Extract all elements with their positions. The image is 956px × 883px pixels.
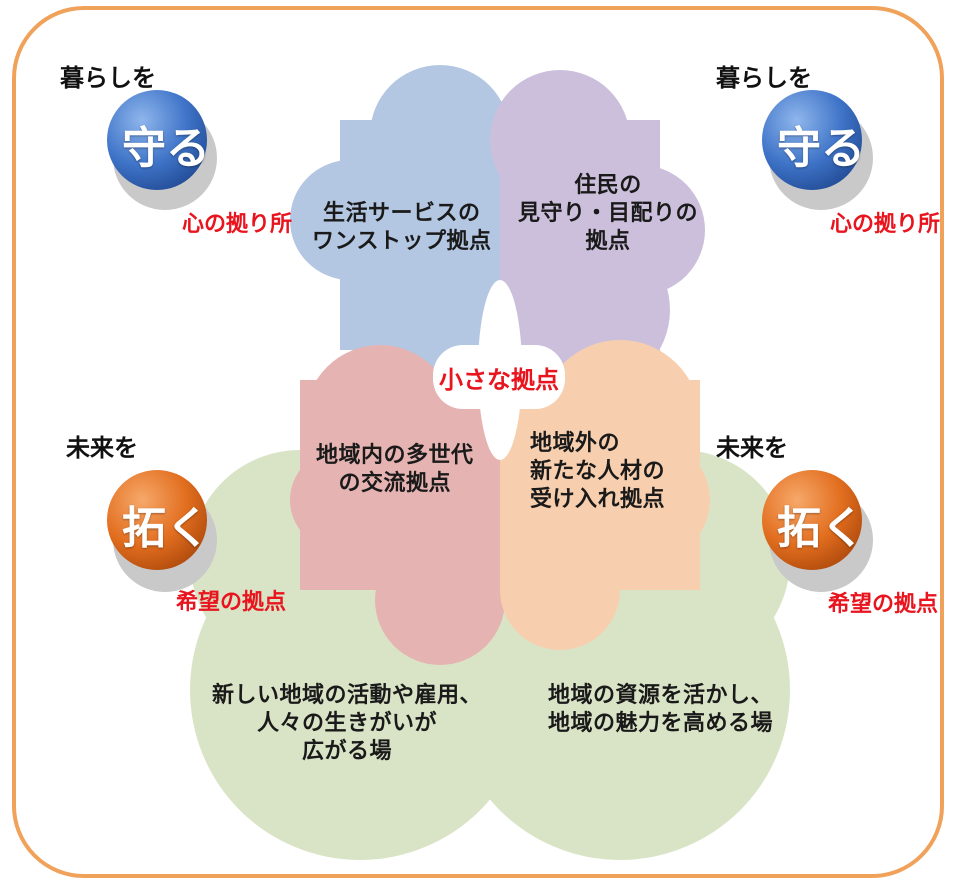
protect-ball-left <box>107 90 207 190</box>
petal-middle-right-text: 地域外の 新たな人材の 受け入れ拠点 <box>530 431 666 513</box>
open-left-top-label: 未来を <box>66 434 138 462</box>
protect-left-top-label: 暮らしを <box>60 64 156 92</box>
open-right-word: 拓く <box>777 503 865 554</box>
petal-blue <box>290 65 510 375</box>
open-left-sub-label: 希望の拠点 <box>176 590 287 615</box>
petal-red <box>290 345 505 665</box>
open-right-sub-label: 希望の拠点 <box>828 592 939 617</box>
protect-right-top-label: 暮らしを <box>716 64 812 92</box>
petal-top-right-text: 住民の 見守り・目配りの 拠点 <box>518 173 699 255</box>
petal-purple <box>490 70 705 390</box>
base-left-text: 新しい地域の活動や雇用、 人々の生きがいが 広がる場 <box>212 683 483 765</box>
protect-right-sub-label: 心の拠り所 <box>830 212 941 237</box>
petal-top-left-text: 生活サービスの ワンストップ拠点 <box>312 201 492 255</box>
center-label: 小さな拠点 <box>433 345 565 409</box>
open-right-top-label: 未来を <box>716 434 788 462</box>
protect-left-sub-label: 心の拠り所 <box>182 212 293 237</box>
open-ball-right <box>762 470 862 570</box>
petal-middle-left-text: 地域内の多世代 の交流拠点 <box>316 443 474 497</box>
petal-orange <box>500 340 710 650</box>
protect-right-word: 守る <box>777 123 865 174</box>
open-left-word: 拓く <box>122 503 210 554</box>
open-ball-left <box>107 470 207 570</box>
protect-left-word: 守る <box>122 123 210 174</box>
protect-ball-right <box>762 90 862 190</box>
base-right-text: 地域の資源を活かし、 地域の魅力を高める場 <box>548 683 774 737</box>
